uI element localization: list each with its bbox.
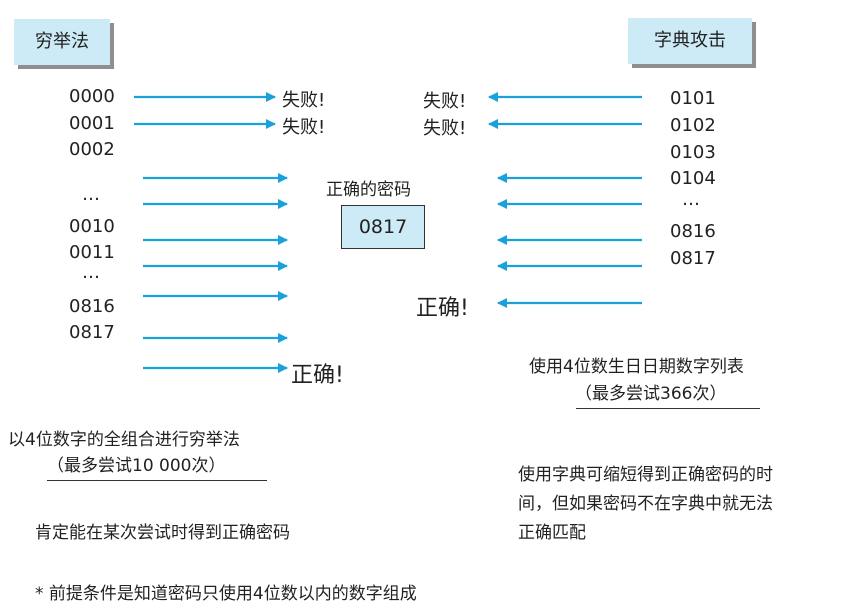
dictionary-desc-line1: 使用4位数生日日期数字列表 [529,357,744,377]
brute-force-ellipsis: … [82,184,100,205]
dictionary-arrows [488,92,642,308]
dictionary-success-label: 正确! [416,296,469,321]
dictionary-code: 0101 [670,88,716,109]
brute-force-code: 0817 [69,322,115,343]
dictionary-attack-title: 字典攻击 [654,30,726,51]
brute-force-success-label: 正确! [291,363,344,388]
brute-force-desc-underline [47,480,267,481]
brute-force-code: 0010 [69,216,115,237]
password-box: 0817 [341,205,425,249]
dictionary-code: 0104 [670,168,716,189]
dictionary-attack-tab: 字典攻击 [628,18,752,64]
brute-force-code: 0002 [69,139,115,160]
brute-force-code: 0011 [69,242,115,263]
brute-force-ellipsis: … [82,262,100,283]
brute-force-conclusion: 肯定能在某次尝试时得到正确密码 [35,523,290,543]
dictionary-conclusion-line2: 间，但如果密码不在字典中就无法 [518,494,773,514]
dictionary-code: 0817 [670,248,716,269]
brute-force-desc-line2: （最多尝试10 000次） [47,456,226,476]
brute-force-desc-line1: 以4位数字的全组合进行穷举法 [8,430,240,450]
dictionary-ellipsis: … [682,189,700,210]
brute-force-fail-label: 失败! [282,90,326,111]
brute-force-code: 0001 [69,113,115,134]
dictionary-conclusion-line3: 正确匹配 [518,523,586,543]
dictionary-fail-label: 失败! [423,118,467,139]
dictionary-desc-underline [576,408,760,409]
brute-force-fail-label: 失败! [282,117,326,138]
dictionary-code: 0102 [670,115,716,136]
brute-force-tab: 穷举法 [14,19,110,65]
footnote: * 前提条件是知道密码只使用4位数以内的数字组成 [35,584,417,604]
dictionary-conclusion-line1: 使用字典可缩短得到正确密码的时 [518,465,773,485]
password-caption: 正确的密码 [326,180,411,200]
brute-force-arrows [134,92,288,373]
brute-force-code: 0816 [69,296,115,317]
dictionary-code: 0103 [670,142,716,163]
dictionary-code: 0816 [670,221,716,242]
dictionary-desc-line2: （最多尝试366次） [575,384,727,404]
dictionary-fail-label: 失败! [423,91,467,112]
brute-force-code: 0000 [69,86,115,107]
brute-force-title: 穷举法 [35,31,89,52]
